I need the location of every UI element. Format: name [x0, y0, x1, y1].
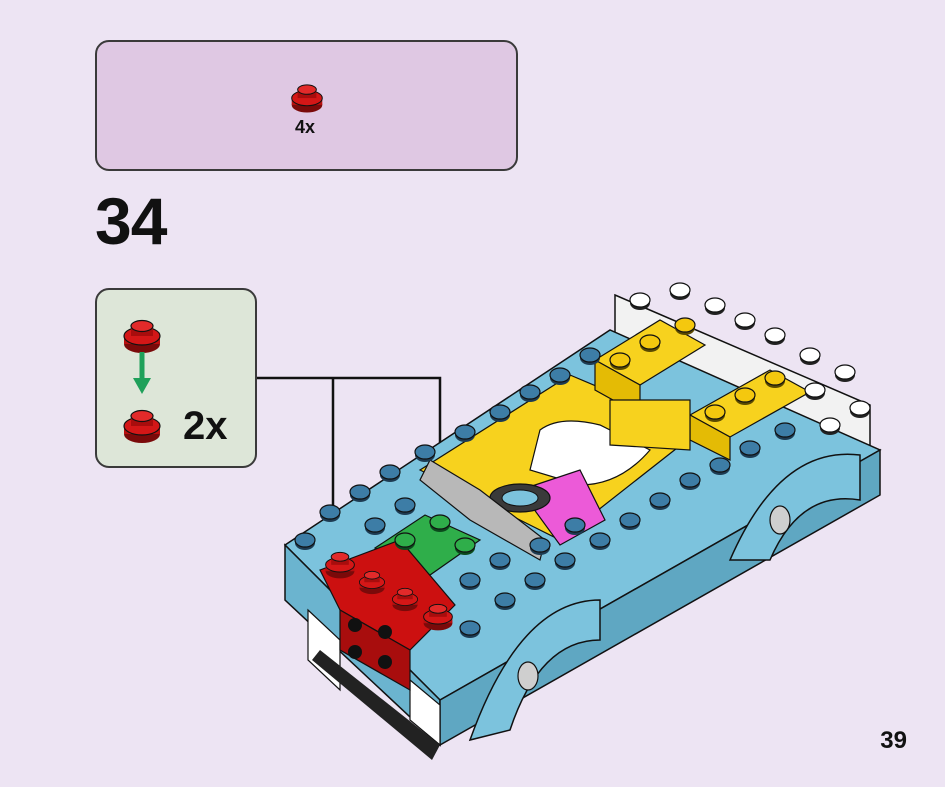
sub-red-plate-bottom	[123, 409, 161, 444]
page-number: 39	[880, 727, 907, 754]
parts-quantity-label: 4x	[294, 117, 316, 137]
car-model	[283, 282, 882, 760]
red-round-plate-icon	[291, 84, 323, 114]
sub-red-plate-top	[123, 319, 161, 354]
green-arrow-icon	[133, 352, 151, 394]
step-number: 34	[95, 184, 167, 258]
sub-assembly-quantity: 2x	[183, 404, 228, 448]
sub-assembly-box	[95, 288, 257, 468]
